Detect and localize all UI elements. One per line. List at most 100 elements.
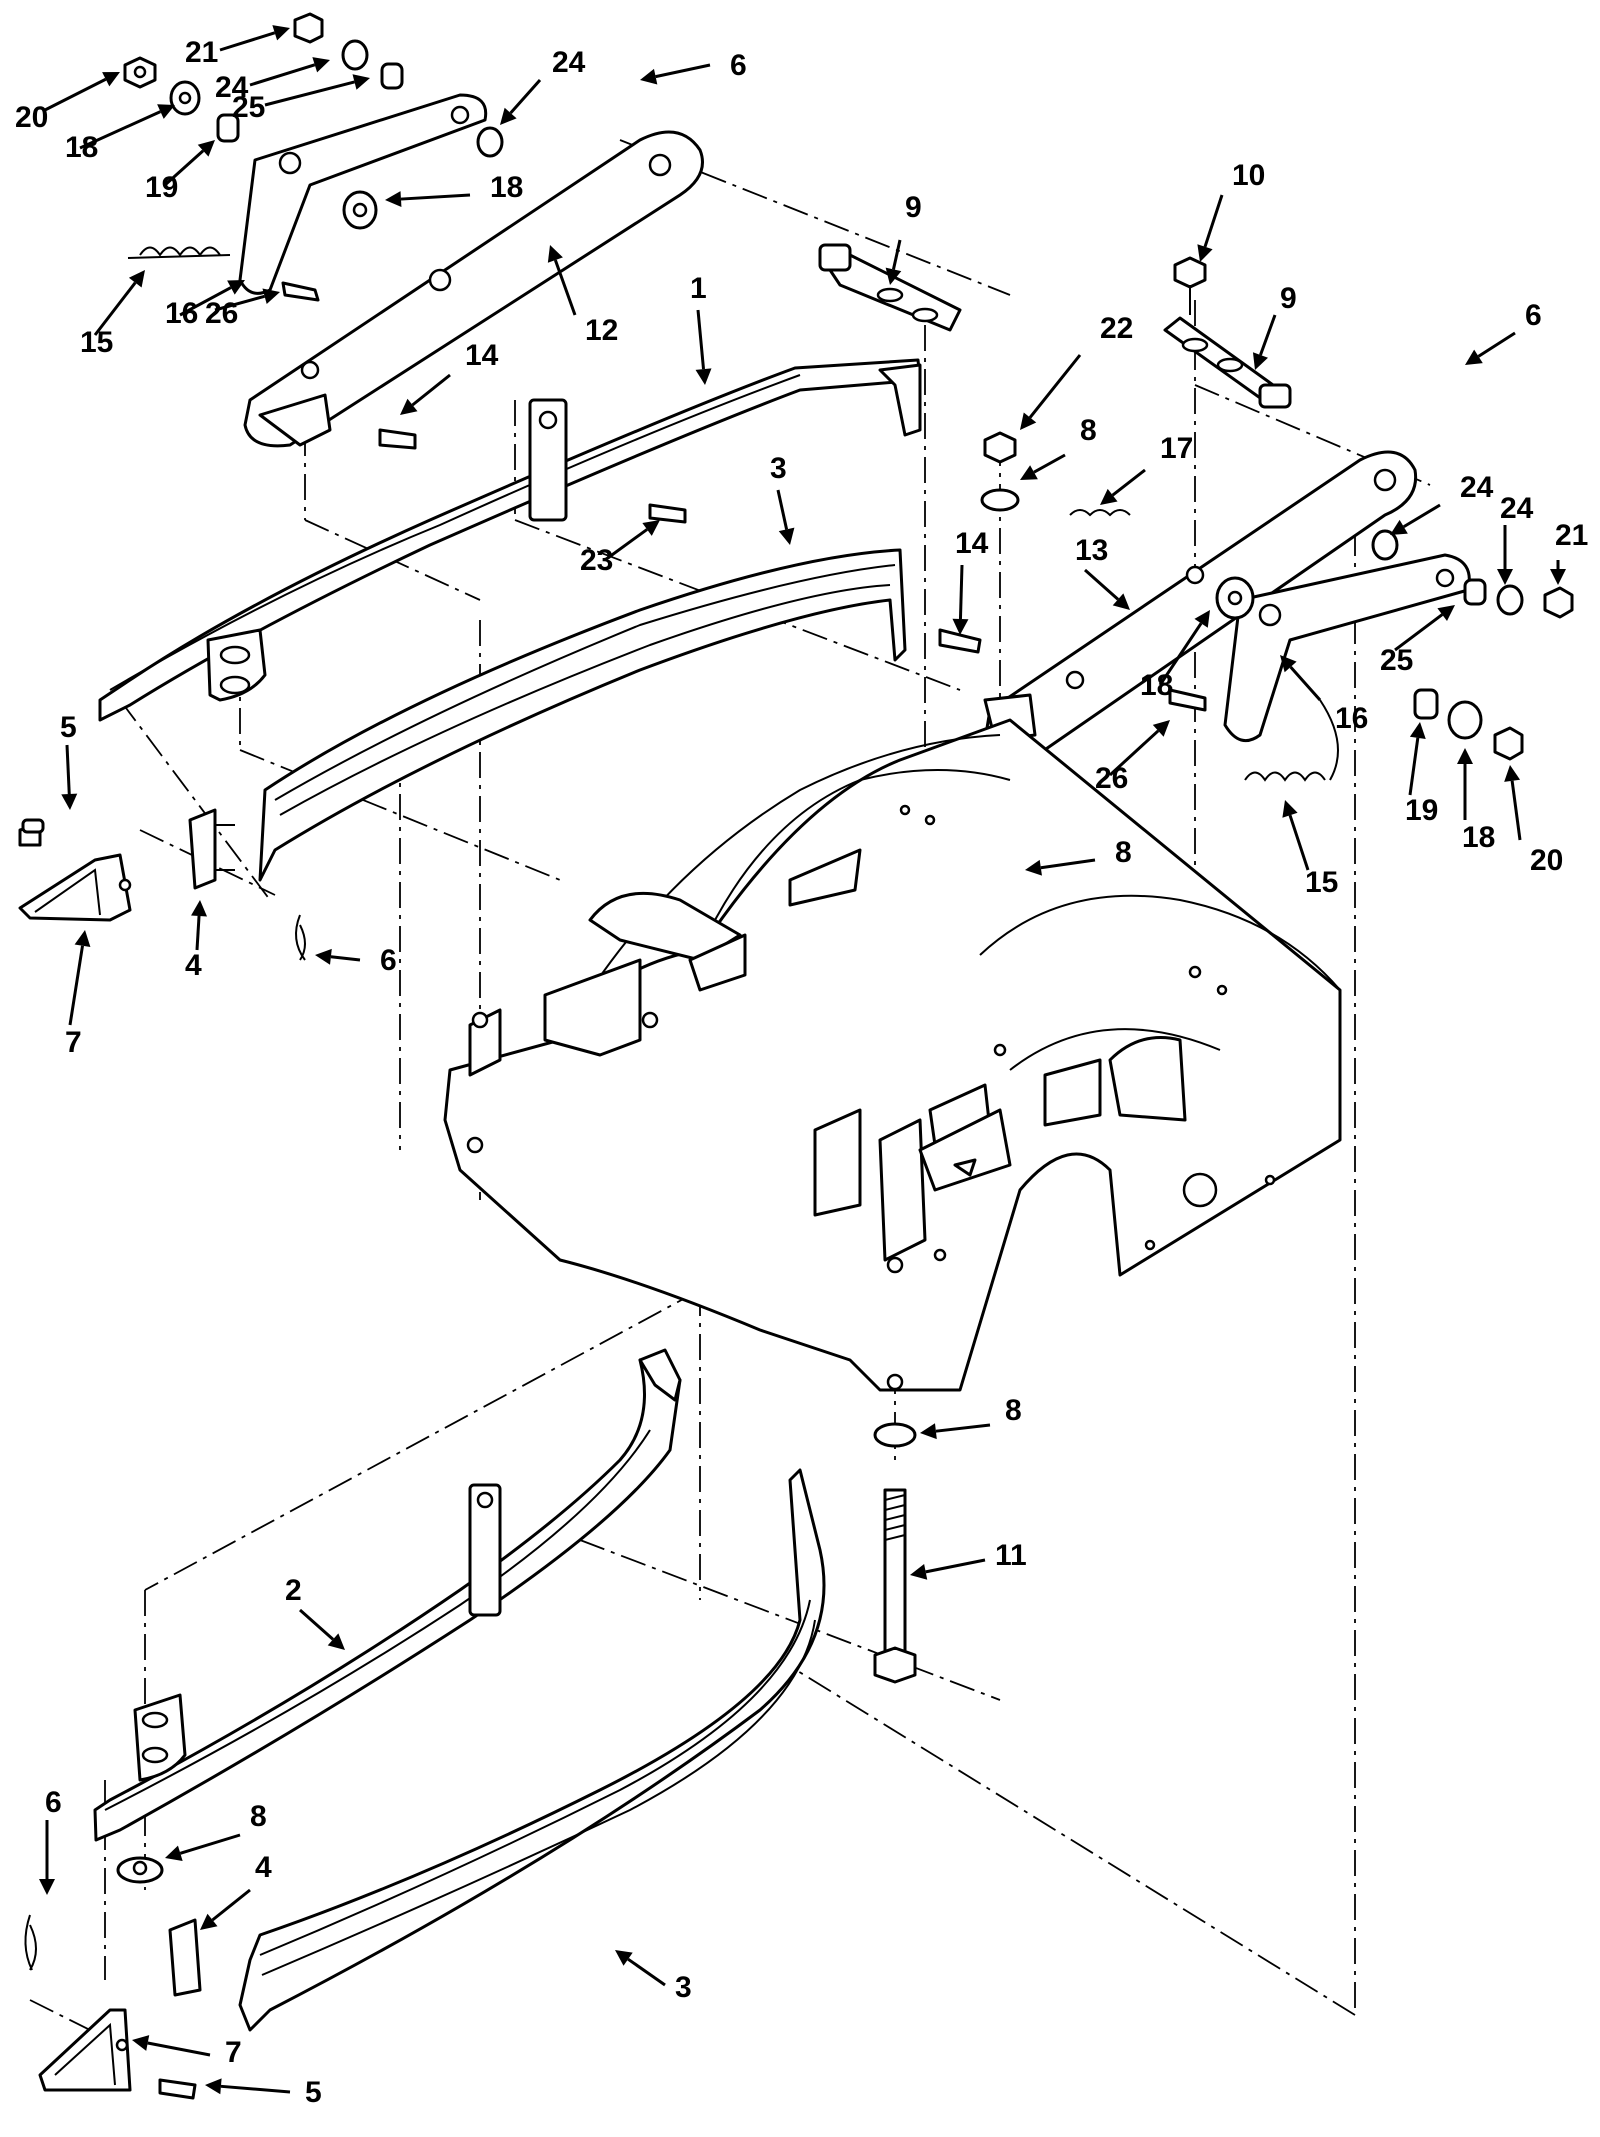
- left-linkage-arm-12: [243, 130, 704, 448]
- arrow-head: [352, 74, 370, 90]
- leader-arrow: [1028, 354, 1082, 419]
- arrow-head: [1390, 519, 1408, 535]
- callout-label: 25: [1380, 644, 1413, 677]
- callout-label: 6: [45, 1786, 62, 1819]
- callout-label: 1: [690, 272, 707, 305]
- left-hardware: [123, 12, 687, 524]
- arrow-head: [695, 368, 712, 385]
- arrow-head: [327, 1633, 345, 1650]
- arrow-head: [1112, 593, 1130, 610]
- callout-label: 22: [1100, 312, 1133, 345]
- leader-arrow: [1111, 468, 1146, 497]
- arrow-head: [312, 57, 330, 73]
- leader-arrow: [68, 945, 84, 1026]
- leader-arrow: [958, 564, 964, 620]
- arrow-head: [157, 104, 175, 119]
- arrow-head: [1504, 765, 1521, 782]
- arrow-head: [191, 900, 208, 917]
- callout-label: 8: [1080, 414, 1097, 447]
- callout-label: 19: [1405, 794, 1438, 827]
- arrow-head: [1152, 720, 1170, 737]
- arrow-head: [128, 270, 145, 288]
- callout-label: 8: [1115, 836, 1132, 869]
- leader-arrow: [219, 31, 276, 52]
- rail-part-2: [93, 1348, 682, 1842]
- callout-label: 26: [205, 297, 238, 330]
- leader-arrow: [330, 955, 361, 962]
- callouts: 1233445566667788889910111213141415151616…: [15, 25, 1588, 2109]
- callout-label: 18: [1140, 669, 1173, 702]
- callout-label: 3: [675, 1971, 692, 2004]
- callout-label: 24: [1460, 471, 1494, 504]
- arrow-head: [778, 527, 795, 545]
- arrow-head: [1437, 605, 1455, 621]
- right-hardware: [938, 256, 1574, 888]
- arrow-head: [642, 520, 660, 536]
- callout-label: 25: [232, 91, 265, 124]
- leader-arrow: [604, 528, 648, 562]
- arrow-head: [205, 2078, 222, 2095]
- callout-label: 8: [250, 1800, 267, 1833]
- arrow-head: [315, 948, 332, 965]
- arrow-head: [74, 930, 91, 948]
- arrow-head: [500, 107, 517, 125]
- callout-label: 15: [80, 326, 113, 359]
- arrow-head: [165, 1845, 183, 1861]
- leader-arrow: [1158, 622, 1203, 686]
- arrow-head: [102, 72, 120, 87]
- lower-left-clip-4-bracket-7: [24, 1856, 202, 2100]
- leader-arrow: [935, 1423, 991, 1433]
- callout-label: 26: [1095, 762, 1128, 795]
- arrow-head: [1457, 748, 1473, 764]
- arrow-head: [1194, 610, 1210, 628]
- leader-arrow: [1288, 814, 1310, 871]
- arrow-head: [262, 288, 280, 304]
- upper-left-clip-4-bracket-7: [18, 808, 306, 961]
- arrow-head: [952, 618, 969, 635]
- arrow-head: [1020, 412, 1037, 430]
- callout-label: 7: [225, 2036, 242, 2069]
- leader-arrow: [179, 1833, 241, 1855]
- callout-label: 16: [165, 297, 198, 330]
- leader-arrow: [627, 1957, 666, 1987]
- arrow-head: [385, 191, 402, 208]
- callout-label: 4: [255, 1851, 272, 1884]
- callout-label: 8: [1005, 1394, 1022, 1427]
- callout-label: 9: [905, 191, 922, 224]
- callout-label: 24: [1500, 492, 1534, 525]
- arrow-head: [1100, 488, 1118, 505]
- leader-arrow: [1394, 613, 1444, 652]
- leader-arrow: [179, 286, 232, 317]
- arrow-head: [615, 1950, 633, 1966]
- callout-label: 18: [490, 171, 523, 204]
- callout-label: 7: [65, 1026, 82, 1059]
- callout-label: 13: [1075, 534, 1108, 567]
- callout-label: 9: [1280, 282, 1297, 315]
- arrow-head: [910, 1564, 928, 1580]
- arrow-head: [1465, 349, 1483, 365]
- leader-arrow: [211, 1888, 251, 1922]
- callout-label: 24: [552, 46, 586, 79]
- callout-label: 19: [145, 171, 178, 204]
- leader-arrow: [892, 239, 902, 270]
- leader-arrow: [1477, 331, 1516, 358]
- callout-label: 10: [1232, 159, 1265, 192]
- leader-arrow: [1402, 503, 1441, 529]
- left-lever-16: [238, 93, 488, 295]
- leader-arrow: [220, 2084, 291, 2094]
- leader-arrow: [65, 744, 71, 795]
- callout-label: 6: [1525, 299, 1542, 332]
- bolt-11-and-washer-8: [873, 1422, 917, 1684]
- callout-label: 14: [465, 339, 499, 372]
- leader-arrow: [509, 79, 542, 115]
- arrow-head: [400, 398, 418, 415]
- leader-arrow: [264, 80, 355, 107]
- callout-label: 12: [585, 314, 618, 347]
- arrow-head: [1497, 569, 1513, 585]
- leader-arrow: [147, 2041, 211, 2057]
- arrow-head: [1550, 569, 1566, 585]
- arrow-head: [200, 1913, 218, 1930]
- arrow-head: [39, 1879, 55, 1895]
